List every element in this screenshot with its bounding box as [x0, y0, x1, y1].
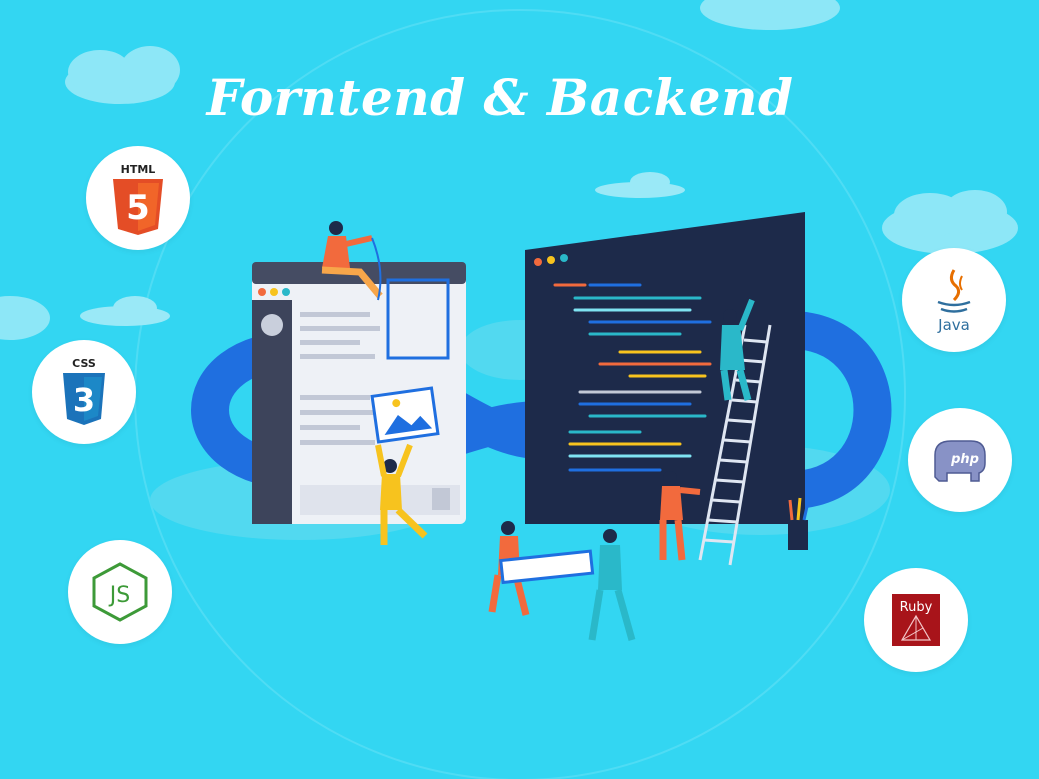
html5-logo-badge: HTML 5	[86, 146, 190, 250]
css3-label: CSS	[72, 357, 96, 370]
pencil-cup	[788, 497, 810, 550]
person-yellow	[375, 443, 428, 545]
java-logo-badge: Java	[902, 248, 1006, 352]
cloud-small-center	[595, 172, 685, 198]
java-icon: Java	[937, 269, 971, 334]
code-lines	[553, 283, 712, 472]
php-elephant-icon: php	[934, 440, 986, 482]
person-orange-standing	[659, 471, 701, 561]
ruby-icon: Ruby	[892, 594, 940, 646]
nodejs-icon: JS	[92, 562, 148, 622]
css3-digit: 3	[73, 381, 95, 419]
cloud-small-left	[80, 296, 170, 326]
css3-icon: CSS 3	[63, 357, 105, 425]
people-carrying-frame	[488, 521, 636, 641]
php-logo-badge: php	[908, 408, 1012, 512]
cloud-left	[0, 296, 50, 340]
nodejs-label: JS	[108, 583, 130, 608]
ruby-label: Ruby	[900, 600, 933, 615]
html5-digit: 5	[126, 188, 150, 228]
backend-window	[525, 212, 805, 524]
ruby-logo-badge: Ruby	[864, 568, 968, 672]
css3-logo-badge: CSS 3	[32, 340, 136, 444]
cloud-top-right	[700, 0, 840, 30]
person-sitting	[321, 221, 383, 301]
nodejs-logo-badge: JS	[68, 540, 172, 644]
cloud-top-left	[65, 46, 180, 104]
cloud-right	[882, 190, 1018, 254]
html5-label: HTML	[121, 163, 156, 176]
php-label: php	[950, 452, 979, 467]
frontend-window	[252, 262, 466, 524]
image-card	[370, 386, 440, 444]
html5-icon: HTML 5	[113, 163, 163, 235]
page-title: Forntend & Backend	[206, 68, 794, 127]
java-label: Java	[937, 316, 970, 334]
person-on-ladder	[720, 298, 755, 401]
